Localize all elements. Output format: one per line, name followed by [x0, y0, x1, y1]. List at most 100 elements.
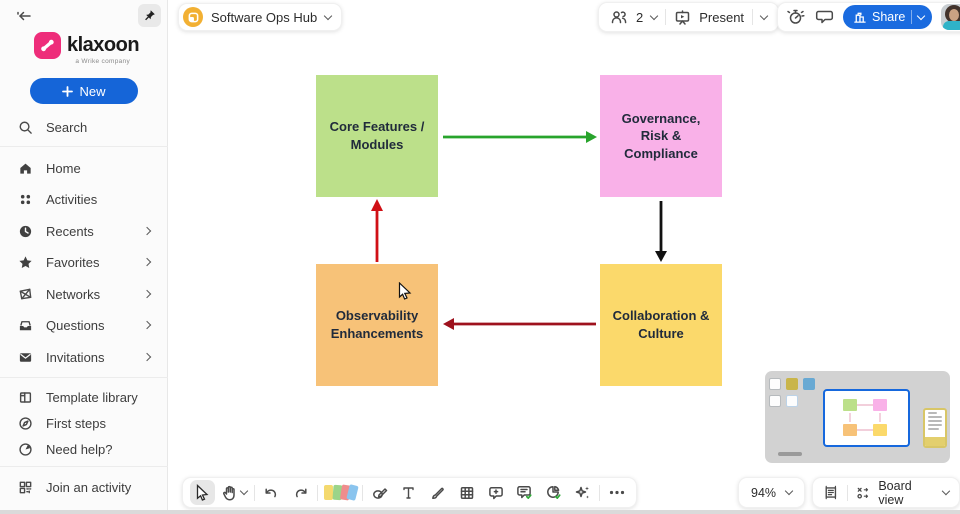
sticky-note-collaboration[interactable]: Collaboration & Culture: [600, 264, 722, 386]
sidebar-item-home[interactable]: Home: [0, 154, 168, 182]
sidebar-item-activities[interactable]: Activities: [0, 185, 168, 213]
arrow-darkred-left: [443, 318, 596, 330]
search-label: Search: [46, 119, 88, 135]
people-icon[interactable]: [610, 9, 628, 25]
board-title: Software Ops Hub: [211, 9, 318, 25]
sidebar-item-invitations[interactable]: Invitations: [0, 343, 168, 371]
frame-icon[interactable]: [823, 484, 839, 501]
sidebar-item-label: Template library: [46, 389, 138, 405]
search-input[interactable]: Search: [0, 113, 168, 141]
sticky-note-observability[interactable]: Observability Enhancements: [316, 264, 438, 386]
envelope-icon: [19, 352, 32, 362]
user-avatar[interactable]: [941, 4, 960, 30]
timer-icon[interactable]: [786, 7, 806, 27]
sidebar-item-label: Home: [46, 160, 81, 176]
network-icon: [19, 288, 32, 299]
sidebar-item-label: Favorites: [46, 254, 100, 270]
sticky-notes-tool[interactable]: [322, 480, 359, 505]
minimap-item: [803, 378, 815, 390]
sidebar-item-questions[interactable]: Questions: [0, 311, 168, 339]
minimap[interactable]: [765, 371, 950, 463]
select-tool[interactable]: [190, 480, 215, 505]
share-button[interactable]: Share: [843, 5, 933, 29]
divider: [846, 484, 848, 501]
presence-present-group: 2 Present: [598, 2, 780, 32]
shape-tool[interactable]: [367, 480, 392, 505]
collapse-sidebar-icon[interactable]: [16, 9, 32, 23]
comment-plus-icon: [488, 486, 503, 499]
comment-tool[interactable]: [483, 480, 508, 505]
sticky-note-governance[interactable]: Governance, Risk & Compliance: [600, 75, 722, 197]
klaxoon-wordmark: klaxoon: [67, 34, 140, 56]
minimap-item: [769, 378, 781, 390]
view-switcher: Board view: [812, 477, 960, 508]
text-tool[interactable]: [396, 480, 421, 505]
pen-icon: [431, 487, 444, 499]
chevron-down-icon[interactable]: [239, 486, 249, 496]
poll-tool[interactable]: [541, 480, 566, 505]
klaxoon-logo[interactable]: klaxoon: [34, 32, 140, 59]
chevron-down-icon[interactable]: [917, 11, 926, 20]
zoom-control[interactable]: 94%: [738, 477, 806, 508]
sidebar-item-join-activity[interactable]: Join an activity: [0, 473, 168, 501]
chat-icon[interactable]: [815, 8, 834, 26]
divider: [317, 484, 318, 501]
hand-tool[interactable]: [219, 484, 250, 501]
minimap-item: [786, 378, 798, 390]
divider: [665, 9, 667, 25]
sidebar-divider: [0, 466, 168, 467]
sidebar-item-label: Recents: [46, 223, 94, 239]
minimap-viewport[interactable]: [823, 389, 910, 447]
sidebar-item-need-help[interactable]: Need help?: [0, 435, 168, 463]
sidebar-divider: [0, 146, 168, 147]
poll-check-icon: [547, 485, 561, 499]
survey-check-icon: [517, 486, 532, 499]
sidebar: klaxoon a Wrike company New Search Home …: [0, 0, 168, 514]
present-icon: [675, 9, 690, 25]
sticky-note-core-features[interactable]: Core Features / Modules: [316, 75, 438, 197]
sidebar-item-recents[interactable]: Recents: [0, 217, 168, 245]
table-tool[interactable]: [454, 480, 479, 505]
board-title-menu[interactable]: Software Ops Hub: [178, 3, 343, 31]
sidebar-item-label: Need help?: [46, 441, 113, 457]
redo-icon: [295, 487, 307, 497]
chevron-right-icon: [142, 226, 152, 236]
present-button[interactable]: Present: [699, 9, 745, 25]
minimap-scrubber[interactable]: [778, 452, 802, 456]
pen-tool[interactable]: [425, 480, 450, 505]
sparkles-icon: [575, 486, 589, 499]
table-icon: [460, 486, 473, 499]
sidebar-item-networks[interactable]: Networks: [0, 280, 168, 308]
sidebar-item-first-steps[interactable]: First steps: [0, 409, 168, 437]
redo-button[interactable]: [288, 480, 313, 505]
minimap-item: [786, 395, 798, 407]
sidebar-item-template-library[interactable]: Template library: [0, 383, 168, 411]
minimap-item: [769, 395, 781, 407]
pin-icon[interactable]: [138, 4, 161, 27]
new-button[interactable]: New: [30, 78, 138, 104]
minimap-note: [873, 424, 887, 436]
sidebar-item-label: First steps: [46, 415, 106, 431]
clock-icon: [19, 225, 32, 237]
chevron-down-icon: [784, 486, 794, 496]
survey-tool[interactable]: [512, 480, 537, 505]
sidebar-item-favorites[interactable]: Favorites: [0, 248, 168, 276]
ai-tool[interactable]: [570, 480, 595, 505]
chevron-down-icon[interactable]: [649, 11, 659, 20]
qr-code-icon: [19, 481, 32, 493]
inbox-icon: [19, 320, 32, 330]
sidebar-item-label: Questions: [46, 317, 105, 333]
chevron-down-icon[interactable]: [942, 486, 951, 496]
chevron-down-icon[interactable]: [759, 11, 769, 20]
board-view-icon: [856, 487, 868, 499]
mouse-cursor: [398, 282, 412, 300]
star-icon: [19, 255, 32, 268]
view-switcher-label[interactable]: Board view: [878, 478, 912, 507]
sidebar-item-label: Invitations: [46, 349, 105, 365]
shape-icon: [372, 487, 387, 499]
more-tools-button[interactable]: [604, 480, 629, 505]
divider: [254, 484, 255, 501]
undo-button[interactable]: [259, 480, 284, 505]
sidebar-item-label: Join an activity: [46, 479, 132, 495]
plus-icon: [62, 85, 74, 97]
